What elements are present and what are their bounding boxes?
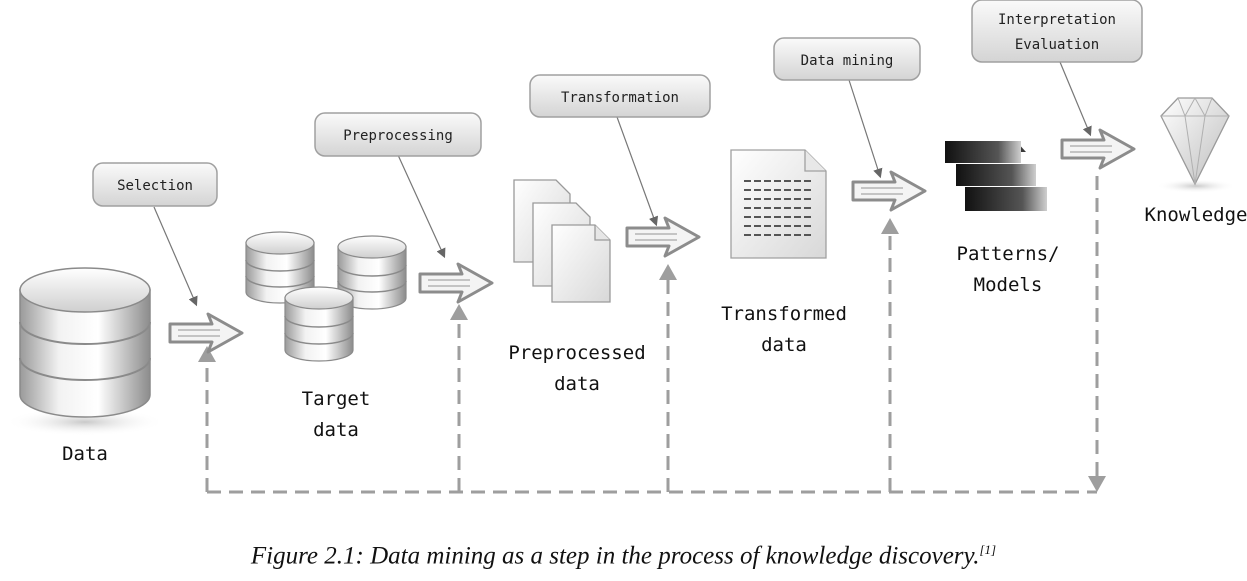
node-transformed-label-2: data — [761, 334, 807, 356]
leader-lines — [153, 61, 1092, 307]
node-transformed-label-1: Transformed — [721, 303, 847, 325]
node-knowledge-label: Knowledge — [1145, 204, 1247, 226]
node-data-label: Data — [62, 443, 108, 465]
arrow-icon — [418, 262, 494, 304]
step-transformation-label: Transformation — [561, 90, 679, 106]
step-preprocessing: Preprocessing — [314, 112, 482, 157]
database-icon — [337, 235, 407, 310]
arrow-icon — [851, 170, 927, 212]
step-data-mining: Data mining — [773, 37, 921, 81]
arrow-icon — [625, 216, 701, 258]
database-icon — [5, 267, 165, 436]
step-transformation: Transformation — [529, 74, 711, 118]
step-selection-label: Selection — [117, 178, 193, 194]
document-icon — [551, 224, 611, 303]
layers-icon — [945, 141, 1047, 211]
figure-caption-ref: [1] — [979, 542, 997, 557]
arrow-icon — [1060, 128, 1136, 170]
step-interpretation-label-1: Interpretation — [998, 12, 1116, 28]
node-patterns-label-1: Patterns/ — [957, 243, 1060, 265]
node-target-label-2: data — [313, 419, 359, 441]
figure-caption: Figure 2.1: Data mining as a step in the… — [0, 542, 1247, 570]
step-interpretation-label-2: Evaluation — [1015, 37, 1099, 53]
diamond-icon — [1156, 96, 1236, 193]
feedback-loop — [205, 176, 1099, 494]
arrow-icon — [168, 312, 244, 354]
database-icon — [245, 231, 315, 304]
node-patterns-label-2: Models — [974, 274, 1043, 296]
step-selection: Selection — [92, 162, 218, 207]
feedback-arrowheads — [198, 218, 1106, 492]
node-target-label-1: Target — [302, 388, 371, 410]
step-data-mining-label: Data mining — [801, 53, 894, 69]
document-icon — [730, 149, 827, 259]
figure-caption-text: Figure 2.1: Data mining as a step in the… — [250, 542, 980, 570]
node-preprocessed-label-2: data — [554, 373, 600, 395]
step-preprocessing-label: Preprocessing — [343, 128, 453, 144]
database-icon — [284, 286, 354, 362]
step-interpretation: Interpretation Evaluation — [971, 0, 1143, 63]
node-preprocessed-label-1: Preprocessed — [508, 342, 645, 364]
